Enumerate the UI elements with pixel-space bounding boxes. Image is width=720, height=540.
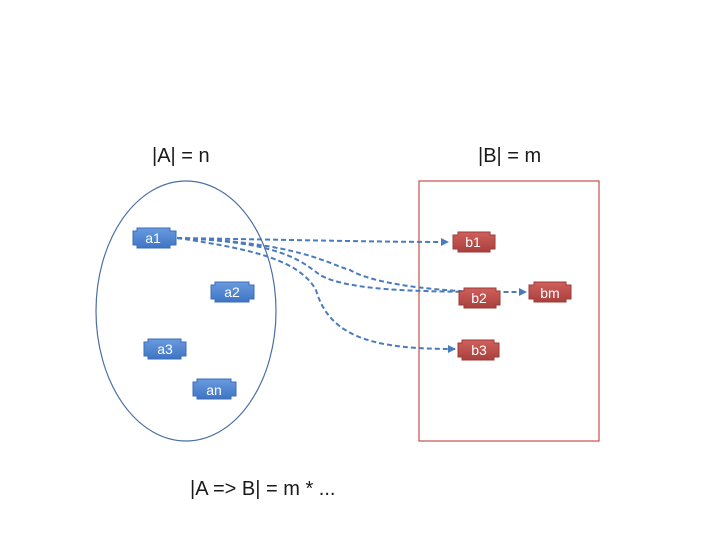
node-a2: a2: [210, 281, 255, 303]
mapping-label: |A => B| = m * ...: [190, 478, 335, 500]
arrow-a1-bm: [176, 237, 527, 296]
mapping-arrows: [176, 237, 527, 353]
node-a2-label: a2: [224, 284, 240, 300]
node-an: an: [192, 378, 237, 400]
set-a-label: |A| = n: [152, 145, 210, 167]
node-b2: b2: [458, 287, 501, 309]
node-b3: b3: [457, 339, 500, 361]
arrow-a1-b3: [176, 237, 456, 353]
node-a3-label: a3: [157, 341, 173, 357]
node-an-label: an: [206, 382, 222, 398]
set-b-box: [418, 180, 600, 442]
arrow-a1-b2: [176, 237, 483, 296]
node-bm: bm: [528, 281, 572, 303]
node-b1: b1: [452, 231, 496, 253]
node-b2-label: b2: [471, 290, 487, 306]
node-b3-label: b3: [471, 342, 487, 358]
set-a-ellipse: [95, 180, 277, 442]
node-b1-label: b1: [465, 234, 481, 250]
node-bm-label: bm: [540, 285, 559, 301]
node-a1: a1: [132, 227, 177, 249]
node-a1-label: a1: [145, 230, 161, 246]
set-b-label: |B| = m: [478, 145, 541, 167]
node-a3: a3: [143, 338, 187, 360]
arrow-a1-b1: [176, 237, 449, 246]
